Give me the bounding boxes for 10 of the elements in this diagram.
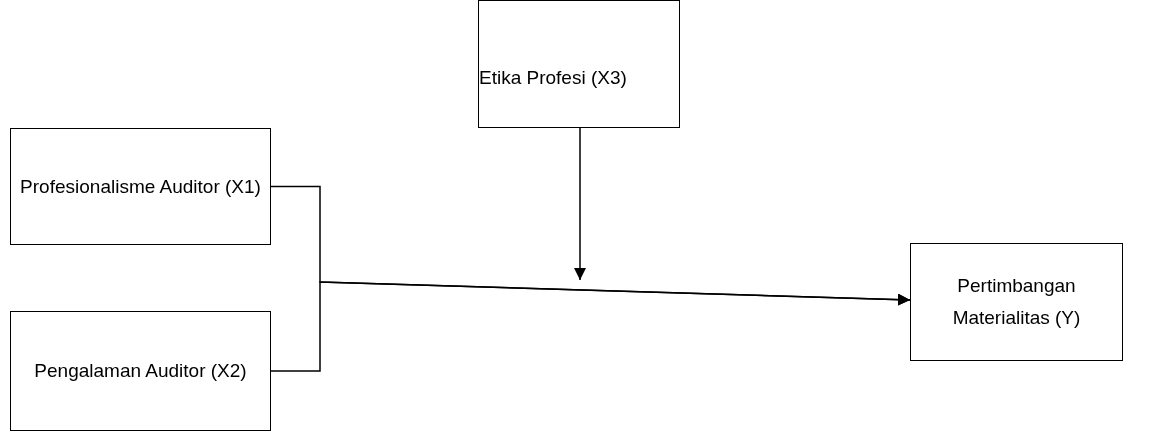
arrow bbox=[574, 127, 586, 281]
process-box bbox=[910, 243, 1123, 361]
node-label: Pengalaman Auditor (X2) bbox=[34, 359, 247, 383]
node-label: Profesionalisme Auditor (X1) bbox=[20, 174, 261, 199]
arrow bbox=[270, 281, 911, 372]
process-box bbox=[478, 0, 680, 128]
process-box bbox=[10, 311, 271, 431]
process-box bbox=[10, 128, 271, 245]
node-label: Pertimbangan Materialitas (Y) bbox=[951, 274, 1082, 330]
node-label: Etika Profesi (X3) bbox=[479, 66, 627, 90]
